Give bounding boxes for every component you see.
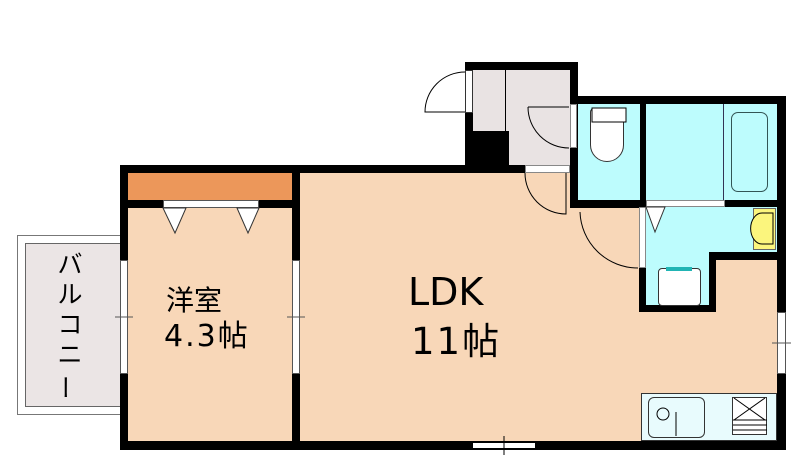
- balcony-char: ル: [57, 280, 83, 309]
- wall-toilet-south: [570, 200, 646, 208]
- entrance-door-frame[interactable]: [465, 70, 473, 113]
- balcony-char: ニ: [57, 340, 83, 369]
- wall-east: [777, 96, 786, 450]
- entrance-to-ldk-opening[interactable]: [525, 165, 570, 173]
- closet-door-right-icon: [236, 207, 260, 235]
- wall-entrance-west: [465, 62, 473, 173]
- wall-washroom-step: [709, 252, 777, 260]
- toilet-door-swing-icon: [527, 106, 570, 149]
- washroom-door-frame[interactable]: [639, 207, 646, 268]
- washing-machine-pan: [658, 268, 701, 306]
- bath-divider: [723, 104, 724, 200]
- kitchen-sink: [648, 397, 705, 438]
- balcony-char: ー: [50, 374, 79, 400]
- wall-wet-north: [570, 96, 786, 104]
- wall-washroom-west: [639, 268, 646, 312]
- ldk-floor-east: [716, 260, 777, 395]
- closet-floor: [128, 173, 292, 200]
- bath-door-opening[interactable]: [646, 200, 725, 207]
- western-room-size: 4.3帖: [164, 319, 250, 354]
- wall-toilet-bath: [640, 103, 646, 207]
- bathtub: [731, 112, 768, 192]
- washer-accent: [666, 267, 692, 271]
- wall-north-west: [120, 165, 473, 173]
- balcony-label: バ ル コ ニ ー: [50, 250, 88, 402]
- balcony: [17, 235, 122, 415]
- wall-entrance-south: [473, 165, 525, 173]
- washroom-door-swing-icon: [579, 211, 639, 269]
- ldk-name: LDK: [408, 270, 484, 314]
- balcony-char: バ: [57, 250, 83, 279]
- bathroom-floor: [646, 103, 777, 200]
- western-room-floor: [128, 208, 292, 441]
- entrance-divider: [505, 70, 506, 132]
- balcony-char: コ: [57, 310, 83, 339]
- toilet-door-frame[interactable]: [570, 104, 577, 148]
- wall-south: [120, 441, 786, 450]
- ldk-size: 11帖: [411, 320, 502, 363]
- wall-bath-south: [725, 200, 777, 207]
- balcony-floor: [25, 243, 122, 407]
- wall-washroom-east: [709, 252, 716, 312]
- wall-entrance-north: [465, 62, 577, 70]
- entrance-door-swing-icon: [424, 71, 466, 113]
- bath-door-icon: [645, 206, 666, 234]
- kitchen-stove: [732, 397, 767, 435]
- western-room-name: 洋室: [166, 284, 223, 317]
- ldk-door-swing-icon: [524, 172, 567, 215]
- wall-washroom-south: [639, 305, 716, 312]
- closet-door-opening[interactable]: [163, 200, 259, 208]
- closet-door-left-icon: [162, 207, 187, 235]
